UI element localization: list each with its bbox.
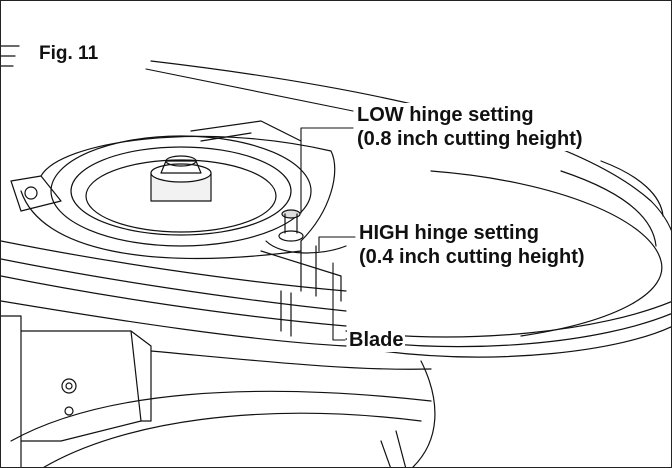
low-hinge-height: (0.8 inch cutting height) [357, 128, 583, 150]
fig-leader [145, 68, 354, 112]
low-hinge-title: LOW hinge setting [357, 104, 534, 126]
leader-lines [145, 68, 356, 341]
figure-label: Fig. 11 [39, 43, 99, 64]
hinge-pins [260, 209, 347, 302]
deck-body [1, 240, 436, 467]
blade-leader [332, 262, 346, 341]
blade-callout: Blade [347, 328, 406, 352]
high-hinge-title: HIGH hinge setting [359, 222, 539, 244]
edge-ticks [1, 45, 20, 67]
high-leader [318, 236, 356, 252]
blade-disc [150, 60, 671, 358]
hub-assembly [10, 120, 336, 260]
low-leader [300, 127, 354, 214]
high-hinge-callout: HIGH hinge setting (0.4 inch cutting hei… [357, 221, 587, 269]
low-hinge-callout: LOW hinge setting (0.8 inch cutting heig… [355, 103, 585, 151]
high-hinge-height: (0.4 inch cutting height) [359, 246, 585, 268]
